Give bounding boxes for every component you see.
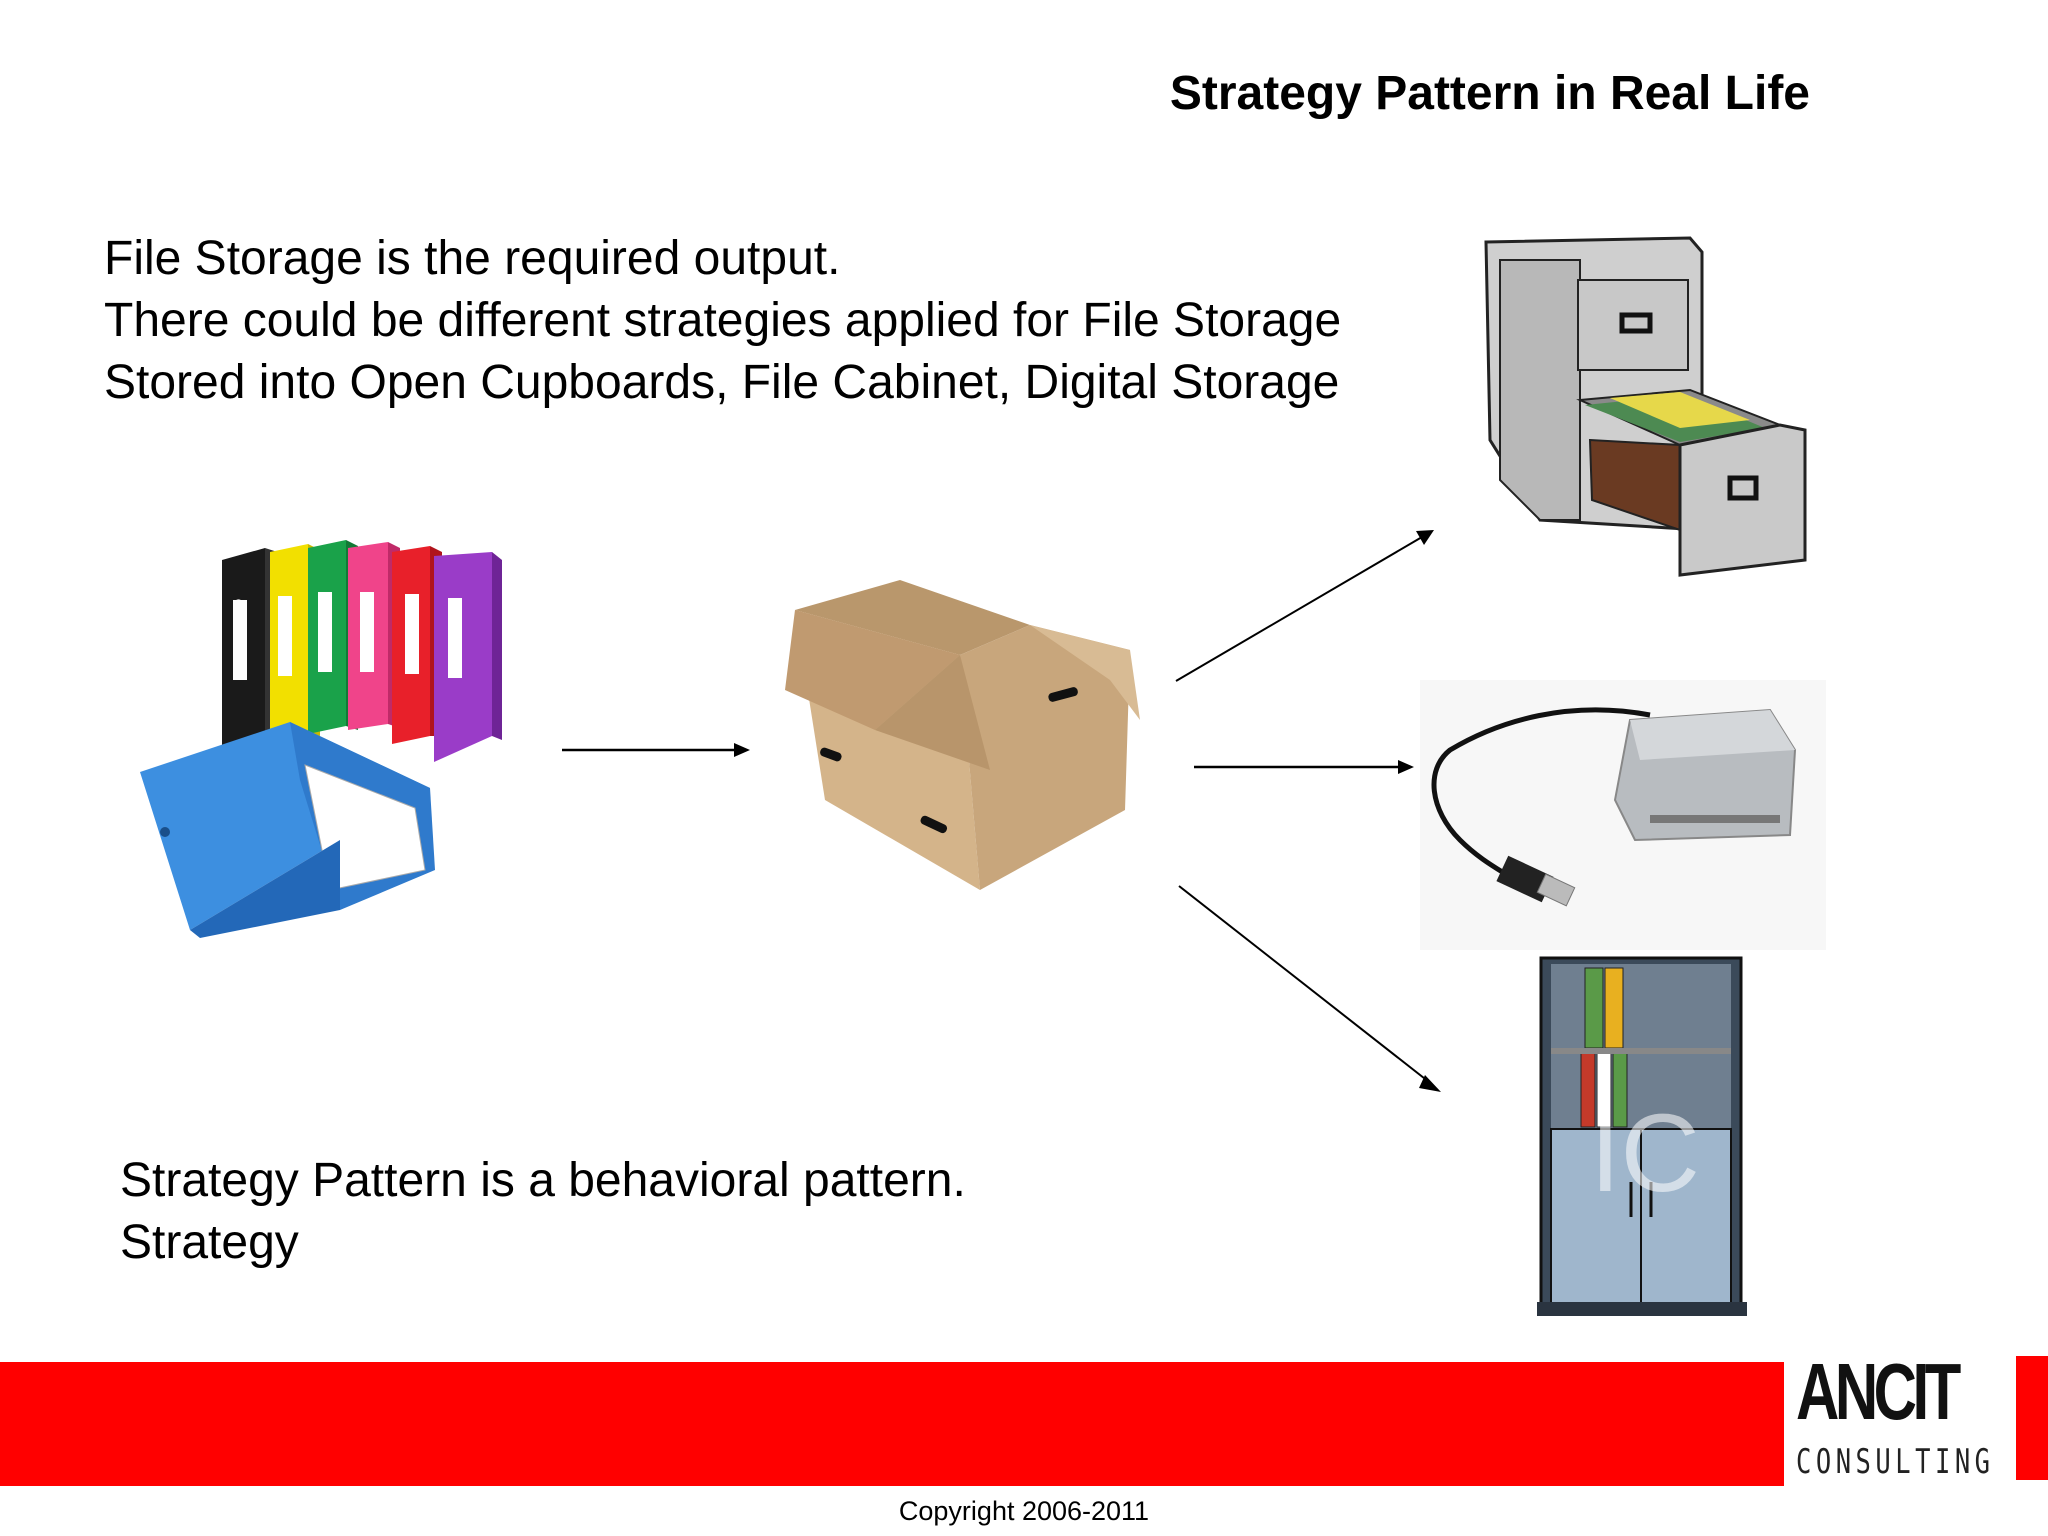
- summary-text: Strategy Pattern is a behavioral pattern…: [120, 1150, 966, 1274]
- slide-title: Strategy Pattern in Real Life: [1169, 67, 1810, 120]
- logo-accent: [2016, 1356, 2048, 1480]
- company-logo: ANCIT CONSULTING: [1796, 1352, 2006, 1492]
- footer-bar: [0, 1362, 1784, 1486]
- binders-image: COLORADO: [140, 540, 502, 938]
- logo-sub: CONSULTING: [1796, 1442, 1995, 1482]
- binder-brand: COLORADO: [233, 599, 245, 660]
- summary-line: Strategy: [120, 1216, 299, 1269]
- watermark: IC: [1590, 1092, 1700, 1215]
- external-drive-image: [1420, 680, 1826, 950]
- logo-main: ANCIT: [1796, 1347, 1961, 1436]
- intro-line: There could be different strategies appl…: [104, 294, 1342, 347]
- arrow-icon: [562, 743, 750, 757]
- summary-line: Strategy Pattern is a behavioral pattern…: [120, 1154, 966, 1207]
- intro-line: File Storage is the required output.: [104, 232, 841, 285]
- arrow-icon: [1194, 760, 1414, 774]
- open-box-file: [140, 722, 435, 938]
- copyright: Copyright 2006-2011: [898, 1496, 1150, 1526]
- intro-line: Stored into Open Cupboards, File Cabinet…: [104, 356, 1340, 409]
- intro-text: File Storage is the required output. The…: [104, 228, 1341, 414]
- cardboard-box-image: [785, 580, 1140, 890]
- binder-stack: [222, 540, 502, 762]
- file-cabinet-image: [1484, 236, 1807, 577]
- arrow-icon: [1175, 530, 1434, 682]
- open-cupboard-image: [1537, 956, 1747, 1316]
- arrow-icon: [1178, 885, 1441, 1092]
